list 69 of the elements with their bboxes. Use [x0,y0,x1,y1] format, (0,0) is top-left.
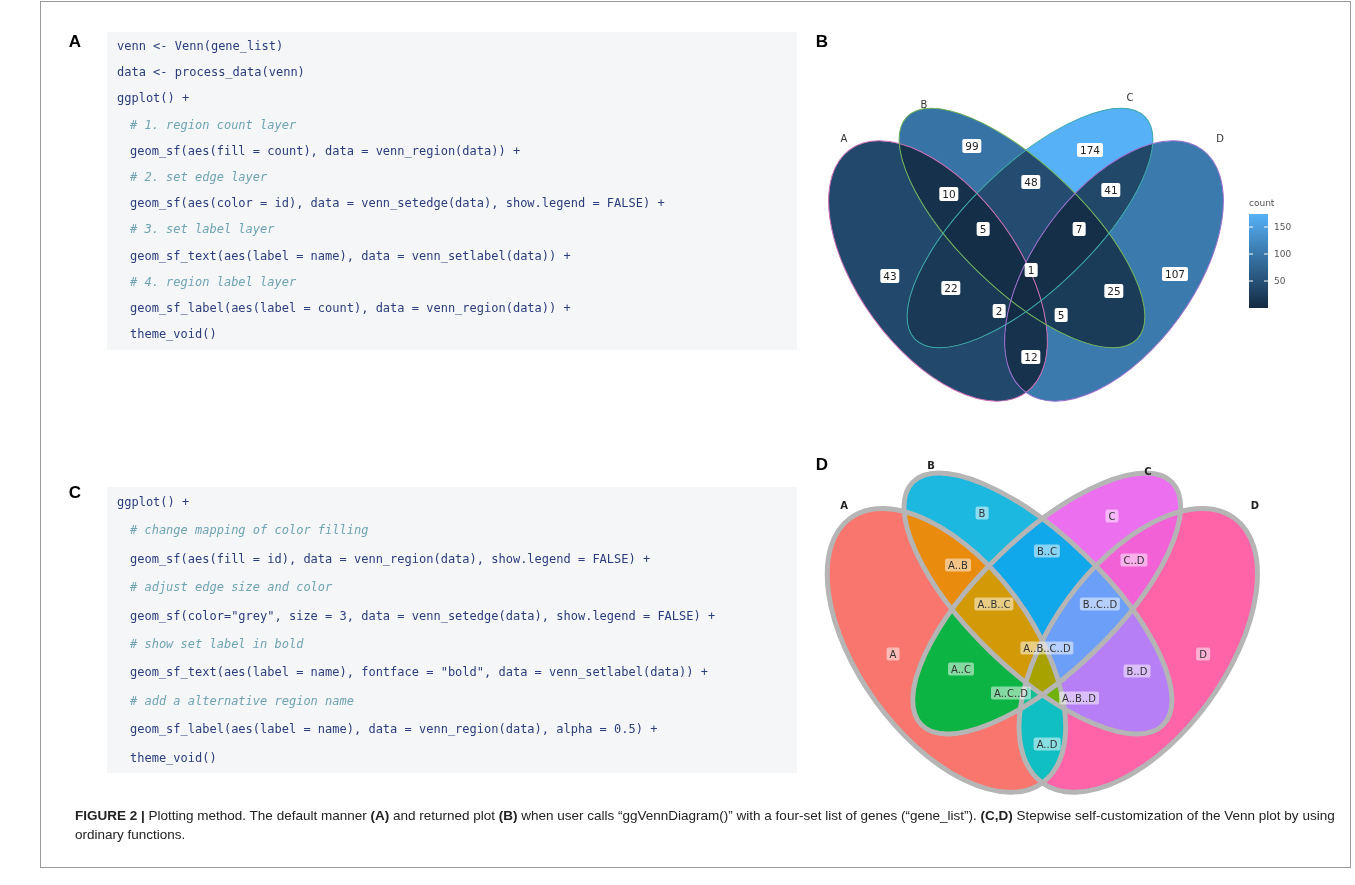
region-count-label: 2 [992,304,1006,318]
region-count-label: 25 [1104,284,1124,298]
region-name-label: A..B..D [1059,691,1099,705]
colorbar-tick-label: 50 [1274,276,1286,286]
code-line: theme_void() [130,327,217,342]
region-name-label: A..B..C [974,597,1014,611]
code-line: geom_sf_text(aes(label = name), fontface = "bold", data = venn_setlabel(data)) + [130,665,708,680]
code-line: venn <- Venn(gene_list) [117,39,284,53]
set-label: B [927,459,935,471]
panel-letter: C [68,483,82,503]
region-count-label: 41 [1101,183,1121,197]
code-line: geom_sf(aes(color = id), data = venn_setedge(data), show.legend = FALSE) + [130,196,665,211]
code-line: ggplot() + [117,91,190,106]
figure-caption: FIGURE 2 | Plotting method. The default manner (A) and returned plot (B) when user calls “ggVennDiagram()” with a four-set list of genes (“gene_list”). (C,D) Stepwise self-customization of the Venn plot by using ordinary functions. [75,807,1336,844]
region-count-label: 12 [1021,350,1041,364]
code-line: data <- process_data(venn) [117,65,305,80]
code-comment: # 2. set edge layer [130,170,268,184]
region-count-label: 5 [976,222,990,236]
colorbar-tick-label: 150 [1274,222,1292,232]
region-name-label: A..C [948,662,974,676]
set-label: D [1216,132,1224,144]
region-name-label: B..C..D [1079,597,1121,611]
region-name-label: A..B [945,558,971,572]
panel-letter: D [815,455,829,475]
code-comment: # 3. set label layer [130,222,275,237]
legend-title: count [1249,198,1275,208]
set-label: A [840,499,848,511]
code-comment: # add a alternative region name [130,693,354,708]
code-comment: # 1. region count layer [130,117,297,132]
region-name-label: C..D [1120,553,1148,567]
code-line: theme_void() [130,750,217,765]
code-line: geom_sf(aes(fill = id), data = venn_region(data), show.legend = FALSE) + [130,551,651,566]
set-label: D [1250,499,1260,511]
region-count-label: 5 [1054,308,1068,322]
code-line: geom_sf(color="grey", size = 3, data = venn_setedge(data), show.legend = FALSE) + [130,608,716,623]
region-name-label: B..C [1033,544,1061,558]
region-count-label: 7 [1072,222,1086,236]
region-count-label: 107 [1162,267,1188,281]
region-count-label: 1 [1024,263,1038,277]
code-line: geom_sf(aes(fill = count), data = venn_region(data)) + [130,143,521,158]
code-comment: # change mapping of color filling [130,523,369,538]
region-count-label: 43 [880,269,900,283]
region-name-label: D [1196,647,1210,661]
panel-letter: A [68,32,82,52]
region-count-label: 99 [962,139,982,153]
region-name-label: A..B..C..D [1020,641,1074,655]
region-count-label: 22 [941,281,961,295]
panel-letter: B [815,32,829,52]
set-label: C [1126,91,1134,103]
code-comment: # adjust edge size and color [130,580,333,595]
code-line: ggplot() + [117,495,190,509]
region-count-label: 10 [939,187,959,201]
region-name-label: A [886,647,900,661]
set-label: A [840,132,848,144]
colorbar-tick-label: 100 [1274,249,1292,259]
code-line: geom_sf_label(aes(label = name), data = venn_region(data), alpha = 0.5) + [130,722,658,737]
region-name-label: A..D [1033,737,1061,751]
code-line: geom_sf_text(aes(label = name), data = venn_setlabel(data)) + [130,248,571,263]
region-name-label: C [1105,509,1119,523]
set-label: C [1144,465,1152,477]
code-comment: # show set label in bold [130,637,304,651]
region-name-label: A..C..D [990,686,1032,700]
region-count-label: 174 [1077,143,1103,157]
region-name-label: B [975,506,989,520]
set-label: B [920,98,928,110]
code-comment: # 4. region label layer [130,274,297,289]
code-line: geom_sf_label(aes(label = count), data = venn_region(data)) + [130,301,571,315]
region-name-label: B..D [1123,664,1151,678]
region-count-label: 48 [1021,175,1041,189]
